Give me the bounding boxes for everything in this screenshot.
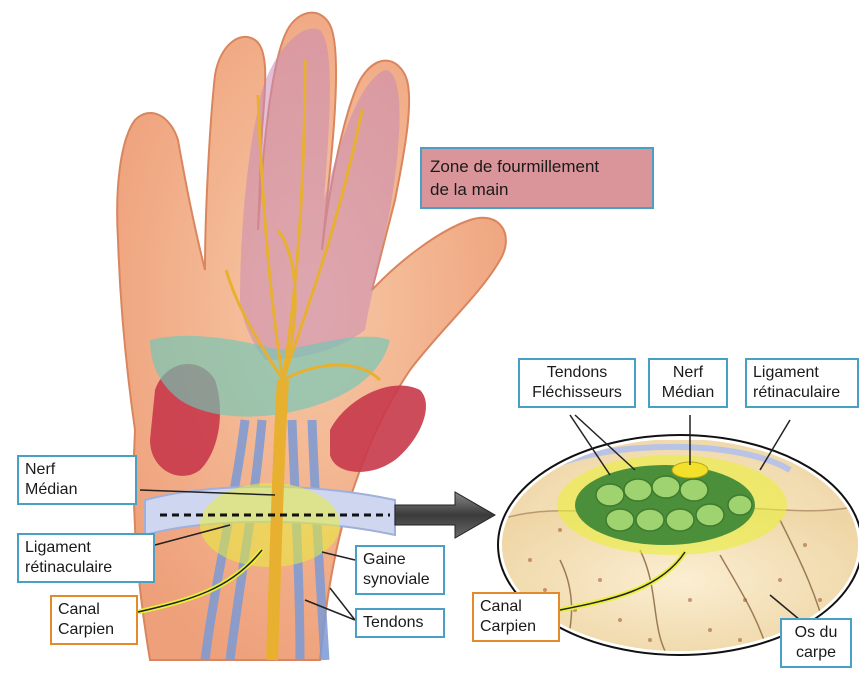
os-carpe-line1: Os du bbox=[788, 623, 844, 643]
tendons-label: Tendons bbox=[355, 608, 445, 638]
ligament-right-label: Ligament rétinaculaire bbox=[745, 358, 859, 408]
nerf-median-right-line1: Nerf bbox=[656, 363, 720, 383]
ligament-left-line1: Ligament bbox=[25, 538, 147, 558]
nerf-median-left-label: Nerf Médian bbox=[17, 455, 137, 505]
tendons-flech-line2: Fléchisseurs bbox=[526, 383, 628, 403]
ligament-right-line1: Ligament bbox=[753, 363, 851, 383]
zone-label-line1: Zone de fourmillement bbox=[430, 155, 644, 178]
nerf-median-right-label: Nerf Médian bbox=[648, 358, 728, 408]
nerf-median-right-line2: Médian bbox=[656, 383, 720, 403]
hand bbox=[117, 13, 506, 660]
zone-label-line2: de la main bbox=[430, 178, 644, 201]
canal-right-line2: Carpien bbox=[480, 617, 552, 637]
gaine-label: Gaine synoviale bbox=[355, 545, 445, 595]
canal-left-label: Canal Carpien bbox=[50, 595, 138, 645]
tendons-flechisseurs-label: Tendons Fléchisseurs bbox=[518, 358, 636, 408]
gaine-line1: Gaine bbox=[363, 550, 437, 570]
nerf-median-left-line1: Nerf bbox=[25, 460, 129, 480]
ligament-right-line2: rétinaculaire bbox=[753, 383, 851, 403]
ligament-left-label: Ligament rétinaculaire bbox=[17, 533, 155, 583]
ligament-left-line2: rétinaculaire bbox=[25, 558, 147, 578]
canal-left-line1: Canal bbox=[58, 600, 130, 620]
arrow-icon bbox=[395, 492, 495, 538]
tendons-flech-line1: Tendons bbox=[526, 363, 628, 383]
gaine-line2: synoviale bbox=[363, 570, 437, 590]
tendons-line: Tendons bbox=[363, 613, 437, 633]
canal-left-line2: Carpien bbox=[58, 620, 130, 640]
zone-label: Zone de fourmillement de la main bbox=[420, 147, 654, 209]
os-carpe-label: Os du carpe bbox=[780, 618, 852, 668]
nerf-median-left-line2: Médian bbox=[25, 480, 129, 500]
canal-right-label: Canal Carpien bbox=[472, 592, 560, 642]
canal-right-line1: Canal bbox=[480, 597, 552, 617]
os-carpe-line2: carpe bbox=[788, 643, 844, 663]
